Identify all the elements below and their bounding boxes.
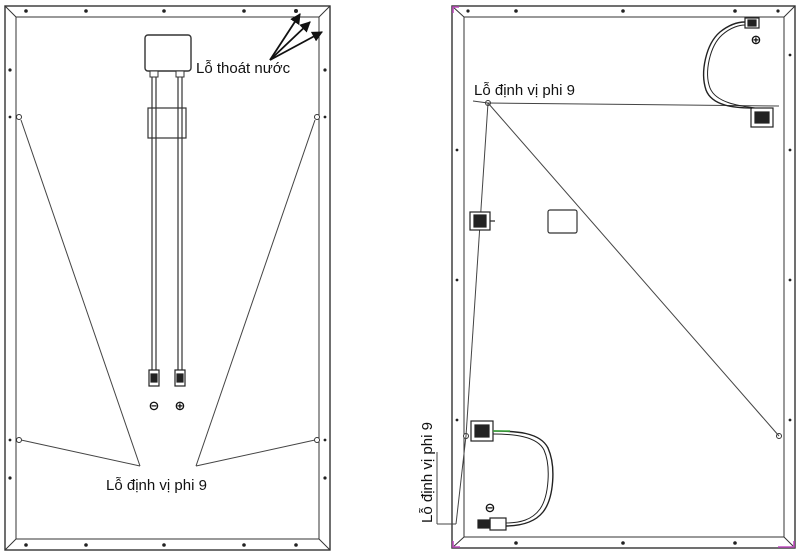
left-panel-frame-holes — [8, 9, 327, 547]
left-panel-corner-tl — [4, 5, 17, 18]
positive-symbol: ⊕ — [175, 399, 186, 414]
locating-holes-label-left: Lỗ định vị phi 9 — [106, 477, 207, 494]
left-panel-corner-br — [318, 538, 331, 551]
right-panel-corner-marks — [452, 6, 795, 548]
right-panel-locating-holes — [463, 100, 782, 439]
cable-clip — [147, 107, 187, 139]
junction-box — [144, 34, 192, 78]
right-panel — [451, 5, 796, 549]
locating-hole-bl — [16, 437, 22, 443]
left-panel-corner-bl — [4, 538, 17, 551]
right-panel-outer-frame — [451, 5, 796, 549]
negative-symbol: ⊖ — [149, 399, 160, 414]
locating-hole-tl — [16, 114, 22, 120]
right-positive-symbol: ⊕ — [751, 33, 762, 48]
left-panel-outer-frame — [4, 5, 331, 551]
left-panel-corner-tr — [318, 5, 331, 18]
left-panel-locating-holes — [16, 114, 320, 443]
left-panel-leader-lines — [20, 119, 316, 467]
drain-holes-label: Lỗ thoát nước — [196, 60, 291, 77]
right-panel-inner-frame — [463, 16, 785, 538]
left-panel-cables — [147, 77, 187, 370]
right-panel-leader-lines — [436, 100, 780, 525]
left-panel-inner-frame — [15, 16, 320, 540]
drain-hole-arrows — [269, 13, 323, 61]
locating-hole-br — [314, 437, 320, 443]
right-negative-symbol: ⊖ — [485, 501, 496, 516]
right-panel-frame-holes — [455, 9, 792, 545]
top-right-connector — [703, 17, 774, 128]
locating-holes-label-right-side: Lỗ định vị phi 9 — [419, 422, 436, 523]
bottom-left-connector — [470, 420, 554, 531]
side-junction-box — [469, 211, 495, 231]
nameplate — [547, 209, 578, 234]
left-panel-connectors — [148, 369, 186, 387]
locating-hole-tr — [314, 114, 320, 120]
locating-holes-label-right-top: Lỗ định vị phi 9 — [474, 82, 575, 99]
left-panel — [4, 5, 331, 551]
